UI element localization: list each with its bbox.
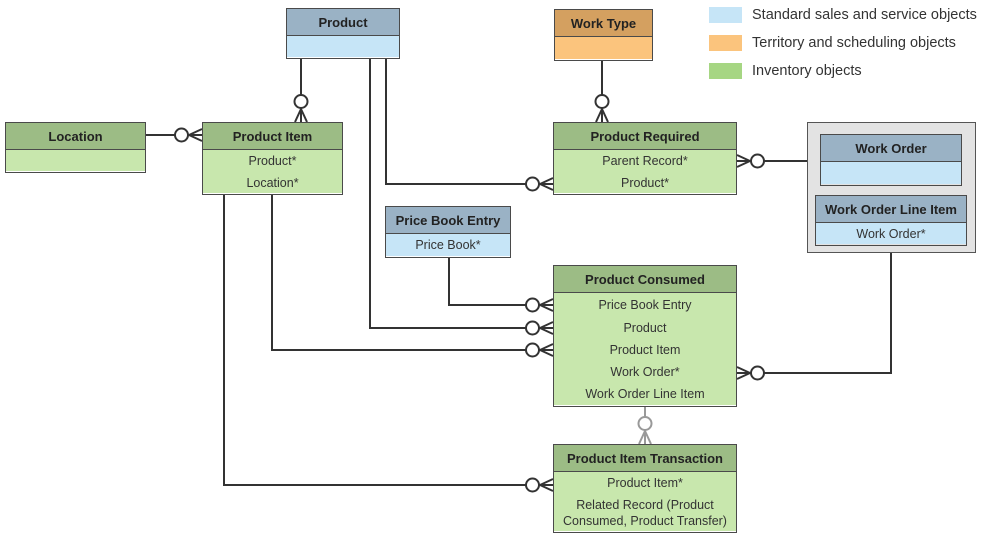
relationship-line: [737, 253, 892, 374]
crows-foot-prong: [539, 327, 554, 335]
optional-circle: [594, 94, 610, 109]
entity-work-order: Work Order: [820, 134, 962, 186]
legend-label: Inventory objects: [752, 63, 862, 79]
field: Product Item*: [607, 476, 683, 490]
entity-body: [555, 37, 652, 59]
entity-title: Product Required: [554, 123, 736, 150]
optional-circle: [525, 176, 540, 192]
legend-item-standard: Standard sales and service objects: [709, 7, 977, 23]
entity-body: Price Book*: [386, 234, 510, 256]
legend-label: Territory and scheduling objects: [752, 35, 956, 51]
crows-foot-prong: [539, 484, 554, 492]
field: Work Order Line Item: [585, 387, 705, 401]
field: Work Order*: [610, 365, 680, 379]
entity-body: Product* Location*: [203, 150, 342, 193]
entity-body: Work Order*: [816, 223, 966, 244]
entity-title: Work Order Line Item: [816, 196, 966, 223]
legend-item-territory: Territory and scheduling objects: [709, 35, 956, 51]
field: Product Item: [609, 343, 681, 357]
field: Product: [623, 321, 667, 335]
entity-work-order-line-item: Work Order Line Item Work Order*: [815, 195, 967, 246]
field: Product*: [248, 154, 297, 168]
entity-product-required: Product Required Parent Record* Product*: [553, 122, 737, 195]
crows-foot-prong: [294, 108, 302, 123]
relationship-line: [271, 195, 553, 351]
field: Location*: [246, 175, 299, 190]
relationship-line: [385, 59, 553, 185]
crows-foot-prong: [638, 430, 646, 445]
entity-product-item-transaction: Product Item Transaction Product Item* R…: [553, 444, 737, 533]
crows-foot-prong: [736, 154, 751, 162]
crows-foot-prong: [539, 304, 554, 312]
legend-swatch-blue: [709, 7, 742, 23]
entity-product: Product: [286, 8, 400, 59]
optional-circle: [174, 127, 189, 143]
legend-swatch-orange: [709, 35, 742, 51]
entity-body: Product Item* Related Record (Product Co…: [554, 472, 736, 531]
entity-title: Price Book Entry: [386, 207, 510, 234]
crows-foot-prong: [736, 366, 751, 374]
entity-title: Work Order: [821, 135, 961, 162]
entity-product-item: Product Item Product* Location*: [202, 122, 343, 195]
entity-body: [6, 150, 145, 171]
optional-circle: [293, 94, 309, 109]
entity-location: Location: [5, 122, 146, 173]
entity-price-book-entry: Price Book Entry Price Book*: [385, 206, 511, 258]
entity-title: Product: [287, 9, 399, 36]
optional-circle: [637, 416, 653, 431]
relationship-line: [448, 258, 553, 306]
legend-label: Standard sales and service objects: [752, 7, 977, 23]
field: Parent Record*: [602, 154, 688, 168]
relationship-line: [223, 195, 553, 486]
entity-title: Location: [6, 123, 145, 150]
crows-foot-prong: [188, 134, 203, 142]
entity-body: [821, 162, 961, 184]
optional-circle: [525, 320, 540, 336]
field: Related Record (Product Consumed, Produc…: [563, 497, 727, 528]
optional-circle: [525, 297, 540, 313]
entity-body: Price Book Entry Product Product Item Wo…: [554, 293, 736, 405]
crows-foot-prong: [539, 349, 554, 357]
entity-product-consumed: Product Consumed Price Book Entry Produc…: [553, 265, 737, 407]
optional-circle: [525, 342, 540, 358]
field: Product*: [621, 175, 669, 190]
entity-title: Work Type: [555, 10, 652, 37]
entity-body: Parent Record* Product*: [554, 150, 736, 193]
field: Work Order*: [856, 226, 926, 241]
crows-foot-prong: [595, 108, 603, 123]
optional-circle: [750, 153, 765, 169]
entity-title: Product Item: [203, 123, 342, 150]
entity-title: Product Consumed: [554, 266, 736, 293]
legend-swatch-green: [709, 63, 742, 79]
entity-work-type: Work Type: [554, 9, 653, 61]
crows-foot-prong: [539, 183, 554, 191]
optional-circle: [525, 477, 540, 493]
optional-circle: [750, 365, 765, 381]
entity-title: Product Item Transaction: [554, 445, 736, 472]
entity-body: [287, 36, 399, 57]
field: Price Book Entry: [598, 298, 692, 312]
relationship-line: [369, 59, 553, 329]
field: Price Book*: [415, 238, 481, 252]
legend-item-inventory: Inventory objects: [709, 63, 862, 79]
